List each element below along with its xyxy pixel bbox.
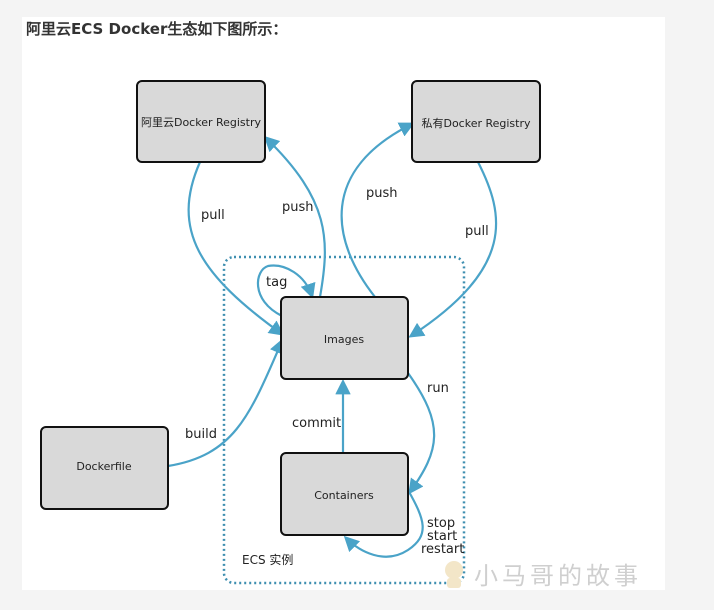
ecs-instance-label: ECS 实例 <box>242 552 293 567</box>
dockerfile-node <box>40 426 169 510</box>
aliyun-registry-label: 阿里云Docker Registry <box>141 116 262 129</box>
commit-label: commit <box>292 416 341 431</box>
stop-start-restart-arrow <box>343 489 424 558</box>
build-label: build <box>185 427 217 442</box>
pull-right-arrow <box>408 161 498 338</box>
images-node <box>280 296 409 380</box>
push-right-arrow <box>340 122 415 298</box>
pull-left-label: pull <box>201 208 225 223</box>
run-arrow <box>407 372 436 495</box>
watermark-text: 小马哥的故事 <box>474 562 642 590</box>
stop-label: stop <box>427 516 455 531</box>
tag-label: tag <box>266 275 287 290</box>
pull-left-arrow <box>187 161 285 336</box>
private-registry-node <box>411 80 541 163</box>
containers-node <box>280 452 409 536</box>
wechat-avatar-icon <box>445 560 463 588</box>
containers-label: Containers <box>314 489 374 502</box>
dockerfile-label: Dockerfile <box>76 460 132 473</box>
restart-label: restart <box>421 542 464 557</box>
push-left-label: push <box>282 200 314 215</box>
run-label: run <box>427 381 449 396</box>
start-label: start <box>427 529 457 544</box>
pull-right-label: pull <box>465 224 489 239</box>
images-label: Images <box>324 333 364 346</box>
tag-arrow <box>256 264 316 317</box>
push-right-label: push <box>366 186 398 201</box>
aliyun-registry-node <box>136 80 266 163</box>
page-heading: 阿里云ECS Docker生态如下图所示： <box>26 20 288 38</box>
watermark: 小马哥的故事 <box>440 556 642 591</box>
ecs-instance-boundary <box>222 255 466 585</box>
private-registry-label: 私有Docker Registry <box>421 116 531 130</box>
build-arrow <box>167 338 285 468</box>
push-left-arrow <box>263 135 326 298</box>
